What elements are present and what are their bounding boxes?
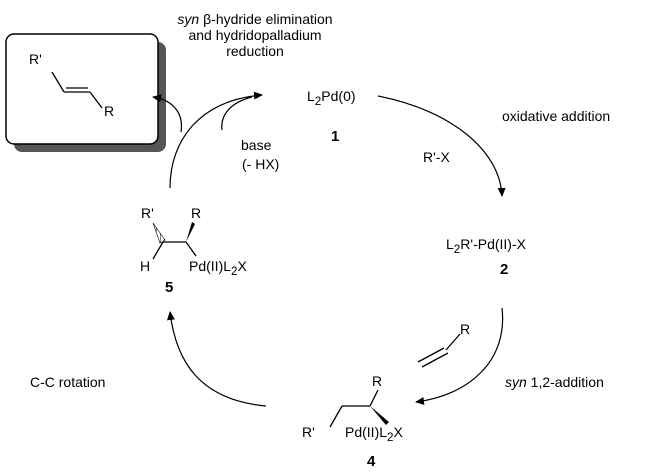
elimination-label-line3: reduction: [226, 43, 284, 59]
catalyst-formula: L2Pd(0): [307, 88, 356, 108]
alkene-single-bond: [445, 333, 461, 351]
base-label: base: [241, 137, 272, 153]
arrow-oxidative-addition: [377, 95, 506, 197]
product-r: R: [104, 103, 115, 119]
arrow-base-curve: [221, 96, 253, 131]
int5-pd-group: Pd(II)L2X: [189, 258, 247, 278]
int4-wedge-pd: [370, 406, 389, 425]
int5-r: R: [191, 205, 202, 221]
compound-number-2: 2: [500, 261, 509, 278]
int5-wedge-r: [186, 222, 195, 242]
int5-h: H: [140, 258, 151, 274]
compound-number-1: 1: [331, 128, 340, 145]
compound-number-5: 5: [165, 279, 174, 296]
int5-r-prime: R': [141, 205, 154, 221]
arrow-syn-addition: [415, 307, 504, 405]
int4-r-prime: R': [302, 424, 315, 440]
cc-rotation-label: C-C rotation: [30, 374, 106, 390]
product-r-prime: R': [29, 51, 42, 67]
int5-bond-h: [152, 241, 164, 260]
arrow-cc-rotation: [166, 311, 267, 407]
oxidative-addition-label: oxidative addition: [502, 108, 611, 124]
reagent-r-prime-x: R'-X: [423, 149, 450, 165]
int5-hash-rprime: [152, 222, 166, 244]
product-box: [5, 33, 159, 145]
int5-bond-pd: [185, 241, 197, 257]
alkene-double-bond-b: [421, 352, 449, 368]
product-bond-1: [51, 71, 65, 93]
syn-addition-label: syn 1,2-addition: [505, 374, 604, 390]
intermediate-2-formula: L2R'-Pd(II)-X: [446, 236, 526, 256]
base-hx-label: (- HX): [242, 156, 280, 172]
int4-pd-group: Pd(II)L2X: [345, 424, 403, 444]
int4-bond-r: [369, 389, 379, 407]
alkene-r: R: [460, 321, 471, 337]
compound-number-4: 4: [367, 453, 376, 470]
int4-r: R: [372, 373, 383, 389]
product-bond-2: [89, 91, 103, 109]
arrow-to-product: [152, 94, 183, 133]
elimination-label-line2: and hydridopalladium: [188, 27, 322, 43]
elimination-label-line1: syn β-hydride elimination: [177, 11, 333, 27]
arrow-elimination: [169, 91, 263, 189]
alkene-double-bond-a: [417, 347, 445, 363]
int4-bond-rprime: [329, 405, 343, 428]
